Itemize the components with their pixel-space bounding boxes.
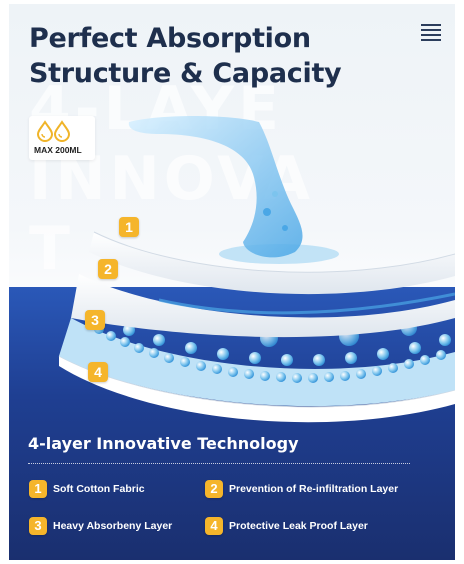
section-title: 4-layer Innovative Technology (28, 434, 299, 453)
layer-2-shape (71, 274, 455, 338)
legend-label-4: Protective Leak Proof Layer (229, 520, 368, 532)
legend-number-4: 4 (205, 517, 223, 535)
background-word-3: T (29, 214, 74, 284)
absorbent-beads (94, 320, 451, 383)
layer-marker-1: 1 (119, 217, 139, 237)
capacity-badge: MAX 200ML (29, 116, 95, 160)
legend-number-2: 2 (205, 480, 223, 498)
legend-item-4: 4 Protective Leak Proof Layer (205, 517, 368, 535)
water-drops-icon (36, 120, 71, 142)
page-title-line-2: Structure & Capacity (29, 58, 342, 89)
page-title-line-1: Perfect Absorption (29, 23, 311, 54)
legend-label-3: Heavy Absorbeny Layer (53, 520, 173, 532)
layer-marker-3: 3 (85, 310, 105, 330)
water-stream (128, 116, 303, 258)
layer-marker-4: 4 (88, 362, 108, 382)
page-title: Perfect Absorption Structure & Capacity (29, 21, 369, 91)
legend-item-3: 3 Heavy Absorbeny Layer (29, 517, 172, 535)
divider (28, 463, 410, 464)
layer-marker-2: 2 (98, 259, 118, 279)
layer-1-shape (89, 232, 455, 295)
menu-icon[interactable] (421, 24, 441, 41)
layer-3-shape (59, 318, 455, 407)
legend-number-3: 3 (29, 517, 47, 535)
layer-illustration (58, 116, 455, 423)
legend-item-2: 2 Prevention of Re-infiltration Layer (205, 480, 398, 498)
capacity-label: MAX 200ML (34, 145, 82, 155)
product-card: 4-LAYE INNOVA T Perfect Absorption Struc… (9, 4, 455, 560)
legend-label-2: Prevention of Re-infiltration Layer (229, 483, 399, 495)
legend-label-1: Soft Cotton Fabric (53, 483, 145, 495)
legend-number-1: 1 (29, 480, 47, 498)
legend-item-1: 1 Soft Cotton Fabric (29, 480, 145, 498)
